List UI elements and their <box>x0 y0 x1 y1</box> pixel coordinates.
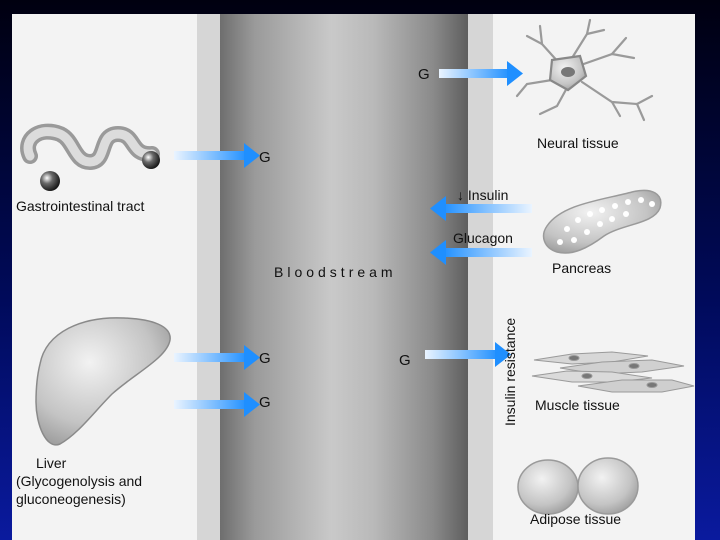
glucose-to-muscle-label: G <box>399 352 411 369</box>
glucose-from-gi-label: G <box>259 149 271 166</box>
neuron-icon <box>515 18 654 122</box>
bloodstream-label: Bloodstream <box>274 264 397 280</box>
pancreas-label: Pancreas <box>552 260 612 276</box>
adipose-tissue-icon <box>517 457 639 515</box>
adipose-tissue-label: Adipose tissue <box>530 511 622 527</box>
arrow-glucagon <box>430 240 532 265</box>
insulin-label: ↓ Insulin <box>457 187 509 203</box>
glucagon-label: Glucagon <box>453 230 513 246</box>
gastrointestinal-tract-icon <box>20 123 160 191</box>
liver-label-line3: gluconeogenesis) <box>16 491 126 507</box>
glucose-from-liver-label-1: G <box>259 350 271 367</box>
liver-label-title: Liver <box>36 455 67 471</box>
muscle-tissue-label: Muscle tissue <box>535 397 620 413</box>
arrow-from-liver-2 <box>174 392 260 417</box>
bloodstream-vessel <box>220 14 468 540</box>
liver-label-line2: (Glycogenolysis and <box>16 473 143 489</box>
pancreas-icon <box>542 189 662 254</box>
liver-label: Liver (Glycogenolysis and gluconeogenesi… <box>16 454 142 508</box>
arrow-to-neural <box>439 61 523 86</box>
arrow-from-gi <box>174 143 260 168</box>
diagram-graphics <box>20 18 695 515</box>
arrow-to-muscle <box>425 342 511 367</box>
glucose-to-neural-label: G <box>418 66 430 83</box>
gastrointestinal-tract-label: Gastrointestinal tract <box>16 198 145 214</box>
diagram-panel: Bloodstream Neural tissue Gastrointestin… <box>12 14 695 540</box>
muscle-tissue-icon <box>531 351 695 393</box>
arrow-insulin <box>430 196 532 221</box>
liver-icon <box>35 317 171 446</box>
glucose-from-liver-label-2: G <box>259 394 271 411</box>
insulin-resistance-label: Insulin resistance <box>502 317 518 426</box>
neural-tissue-label: Neural tissue <box>537 135 619 151</box>
arrow-from-liver-1 <box>174 345 260 370</box>
